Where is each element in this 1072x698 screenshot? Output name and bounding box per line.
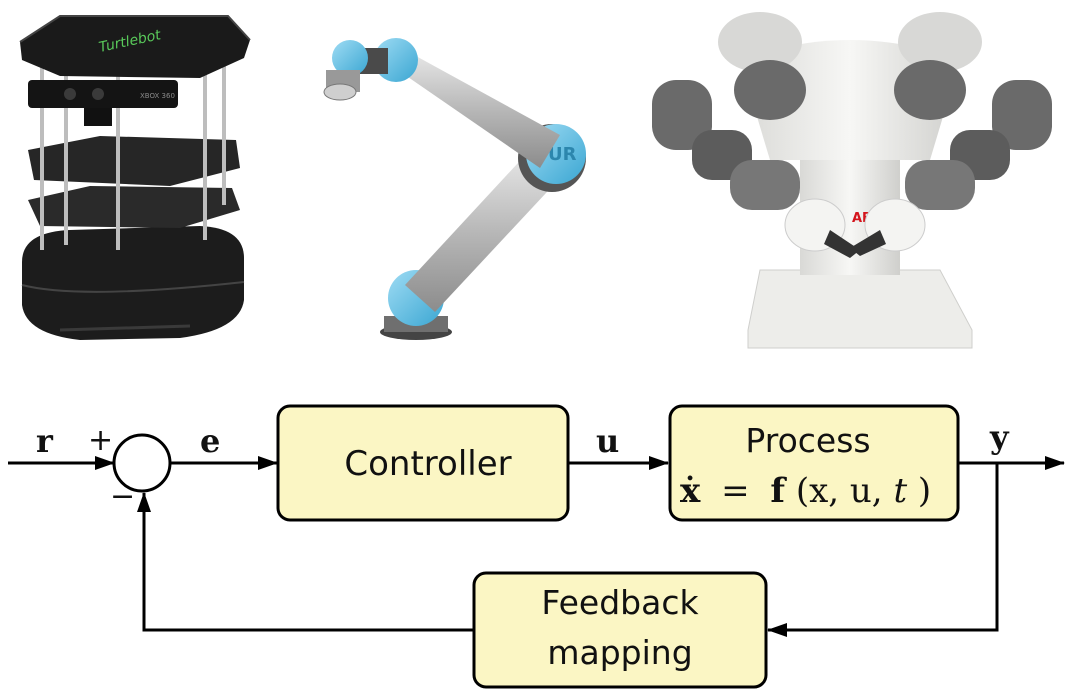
process-eq-args: (x, u, [796, 471, 894, 511]
signal-e: e [200, 422, 220, 460]
ur-upper-link [392, 50, 560, 168]
process-eq-close: ) [918, 471, 931, 511]
yumi-base [747, 269, 973, 349]
process-title: Process [745, 421, 870, 460]
turtlebot-lower-plate [28, 186, 240, 228]
turtlebot-middle-plate [28, 136, 240, 186]
process-eq-f: f [770, 471, 787, 511]
process-equation: ẋ = f (x, u, t ) [680, 471, 931, 511]
turtlebot-image: XBOX 360 Turtlebot [19, 15, 251, 340]
turtlebot-base [22, 226, 244, 340]
ur-tool-flange [323, 83, 357, 101]
kinect-label: XBOX 360 [140, 92, 175, 100]
feedback-label-line1: Feedback [541, 583, 699, 622]
feedback-label-line2: mapping [547, 633, 692, 672]
controller-label: Controller [344, 444, 511, 484]
process-eq-equals: = [721, 471, 750, 511]
sum-plus-sign: + [88, 423, 113, 458]
feedback-out-arrow [137, 492, 473, 632]
yumi-left-arm [652, 12, 860, 258]
control-block-diagram [8, 433, 1065, 637]
process-eq-t: t [893, 471, 907, 511]
feedback-in-arrow [767, 463, 999, 637]
signal-y: y [989, 418, 1010, 456]
sum-minus-sign: − [110, 479, 135, 514]
controller-block [276, 404, 570, 522]
signal-u: u [596, 422, 619, 460]
ur-logo: UR [548, 144, 577, 165]
signal-r: r [36, 422, 54, 460]
ur-wrist-joint [332, 40, 368, 76]
yumi-right-arm [850, 12, 1052, 256]
feedback-mapping-block [472, 571, 768, 689]
ur-arm-image: UR [323, 38, 586, 340]
process-block [668, 404, 960, 522]
ur-lower-link [405, 150, 560, 312]
turtlebot-top-plate [20, 16, 250, 78]
process-eq-xdot: ẋ [680, 471, 701, 511]
yumi-image: ABB [652, 12, 1052, 349]
